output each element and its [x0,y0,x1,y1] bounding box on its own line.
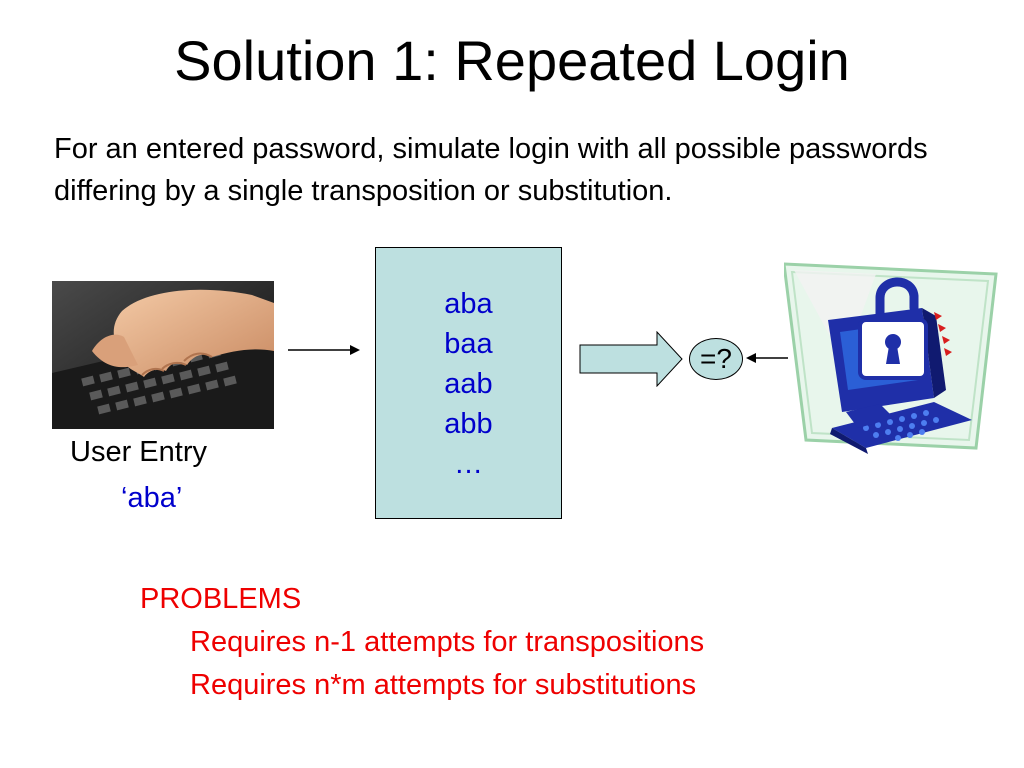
compare-circle: =? [689,338,743,380]
locked-computer-icon [784,262,998,454]
candidate-password: aba [444,288,493,320]
candidate-ellipsis: … [454,448,483,480]
slide-title: Solution 1: Repeated Login [174,29,850,92]
candidate-password: baa [444,328,493,360]
user-entry-value: ‘aba’ [121,482,183,514]
server-arrow-icon [746,353,788,363]
typing-hands-photo-icon [52,281,274,429]
slide-subtitle: For an entered password, simulate login … [54,133,928,207]
candidate-password: abb [444,408,493,440]
entry-arrow-icon [288,345,360,355]
user-entry-label: User Entry [70,436,207,468]
block-arrow-icon [579,331,683,387]
problems-heading: PROBLEMS [140,583,302,615]
candidate-passwords-box: aba baa aab abb … [375,247,562,519]
candidate-password: aab [444,368,493,400]
problem-item: Requires n*m attempts for substitutions [190,669,697,701]
problem-item: Requires n-1 attempts for transpositions [190,626,705,658]
